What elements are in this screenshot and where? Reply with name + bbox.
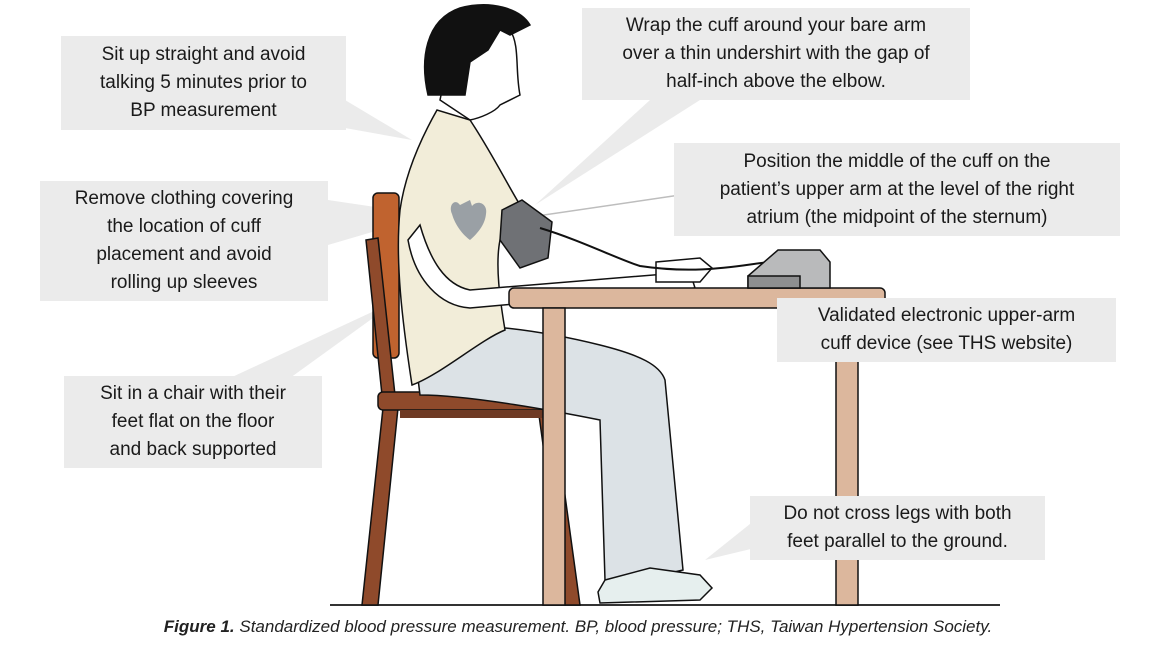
callout-line: Sit up straight and avoid [101, 44, 306, 65]
callout-line: feet flat on the floor [111, 411, 275, 432]
figure-caption: Figure 1. Standardized blood pressure me… [0, 617, 1156, 637]
callout-chair: Sit in a chair with their feet flat on t… [64, 376, 322, 468]
figure-label: Figure 1. [163, 617, 235, 636]
table-leg-front [542, 307, 566, 606]
heart-icon [450, 200, 487, 240]
callout-device: Validated electronic upper-arm cuff devi… [777, 298, 1116, 362]
callout-line: and back supported [109, 439, 277, 460]
callout-line: Position the middle of the cuff on the [743, 150, 1051, 172]
chair-apron [400, 410, 545, 418]
callout-line: Do not cross legs with both [783, 503, 1012, 524]
slippers [597, 567, 714, 604]
callout-line: atrium (the midpoint of the sternum) [746, 206, 1048, 228]
cuff-tube [539, 227, 771, 271]
pointer-legs [705, 520, 755, 560]
figure-caption-text: Standardized blood pressure measurement.… [239, 617, 993, 636]
callout-line: placement and avoid [96, 244, 272, 265]
chair-front-leg-left [361, 407, 399, 606]
head [423, 4, 532, 121]
callout-line: talking 5 minutes prior to [100, 72, 307, 93]
pointer-chair [230, 300, 398, 378]
callout-line: Validated electronic upper-arm [817, 305, 1076, 326]
callout-line: Wrap the cuff around your bare arm [625, 15, 927, 36]
callout-line: the location of cuff [107, 216, 261, 237]
pointer-cuff-wrap [535, 100, 700, 205]
bp-cuff [499, 199, 771, 271]
hair [423, 4, 532, 96]
callout-line: patient’s upper arm at the level of the … [719, 178, 1075, 200]
callout-line: cuff device (see THS website) [820, 333, 1073, 354]
callout-cuff-wrap: Wrap the cuff around your bare arm over … [582, 8, 970, 100]
callout-line: over a thin undershirt with the gap of [622, 43, 930, 64]
pointer-posture [345, 100, 412, 140]
callout-line: Sit in a chair with their [100, 383, 286, 404]
bp-monitor-device [747, 249, 831, 289]
callout-line: BP measurement [130, 100, 277, 121]
callout-line: rolling up sleeves [110, 272, 258, 293]
callout-line: feet parallel to the ground. [787, 531, 1008, 552]
callout-line: half-inch above the elbow. [666, 71, 886, 92]
callout-posture: Sit up straight and avoid talking 5 minu… [61, 36, 346, 130]
callout-clothing: Remove clothing covering the location of… [40, 181, 328, 301]
callout-cuff-position: Position the middle of the cuff on the p… [674, 143, 1120, 236]
chair [361, 192, 581, 606]
callout-line: Remove clothing covering [74, 188, 294, 209]
callout-legs: Do not cross legs with both feet paralle… [750, 496, 1045, 560]
